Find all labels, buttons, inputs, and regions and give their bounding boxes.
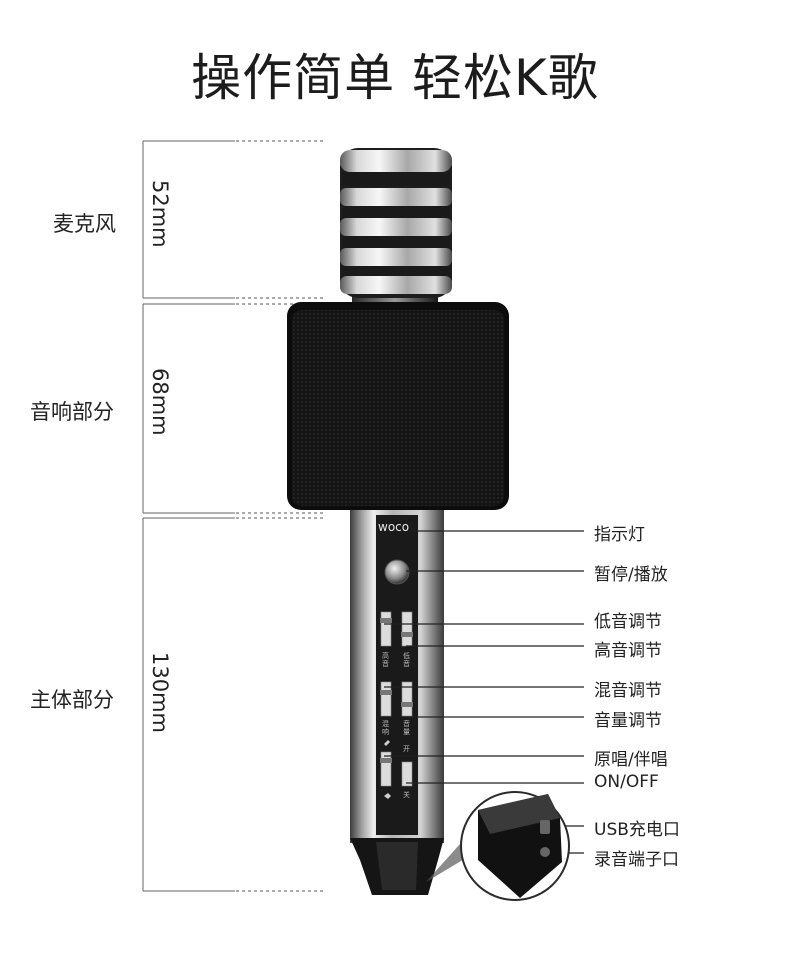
callout-volume: 音量调节 xyxy=(594,711,662,731)
callout-indicator-light: 指示灯 xyxy=(594,525,645,545)
usb-port xyxy=(540,820,550,834)
slider-group-1 xyxy=(380,611,413,787)
dimension-brackets xyxy=(142,140,235,892)
slider-knobs xyxy=(380,618,413,763)
callout-power: ON/OFF xyxy=(594,772,659,792)
microphone-head xyxy=(340,148,452,306)
play-pause-button xyxy=(384,559,410,585)
section-label-microphone: 麦克风 xyxy=(53,212,116,236)
callout-play-pause: 暂停/播放 xyxy=(594,565,668,585)
port-zoom-inset xyxy=(426,791,570,901)
slider-label-bass: 低音 xyxy=(403,652,410,668)
brand-logo: woco xyxy=(378,520,409,534)
slider-label-reverb: 混响 xyxy=(382,720,389,736)
slider-label-treble: 高音 xyxy=(382,652,389,668)
body-icons xyxy=(384,740,391,799)
callout-lines xyxy=(384,530,584,854)
callout-usb-port: USB充电口 xyxy=(594,820,680,840)
slider-label-on: 开 xyxy=(403,745,410,753)
callout-bass: 低音调节 xyxy=(594,612,662,632)
dimension-dotted-lines xyxy=(236,140,325,892)
recording-jack xyxy=(540,847,550,857)
section-label-speaker: 音响部分 xyxy=(30,400,114,424)
callout-treble: 高音调节 xyxy=(594,641,662,661)
callout-reverb: 混音调节 xyxy=(594,681,662,701)
callout-vocal-switch: 原唱/伴唱 xyxy=(594,750,668,770)
page-title: 操作简单 轻松K歌 xyxy=(191,49,599,107)
speaker-body xyxy=(287,302,509,510)
callout-recording-jack: 录音端子口 xyxy=(594,850,679,870)
section-label-body: 主体部分 xyxy=(30,688,114,712)
slider-label-off: 关 xyxy=(403,791,410,799)
slider-label-volume: 音量 xyxy=(403,720,410,736)
